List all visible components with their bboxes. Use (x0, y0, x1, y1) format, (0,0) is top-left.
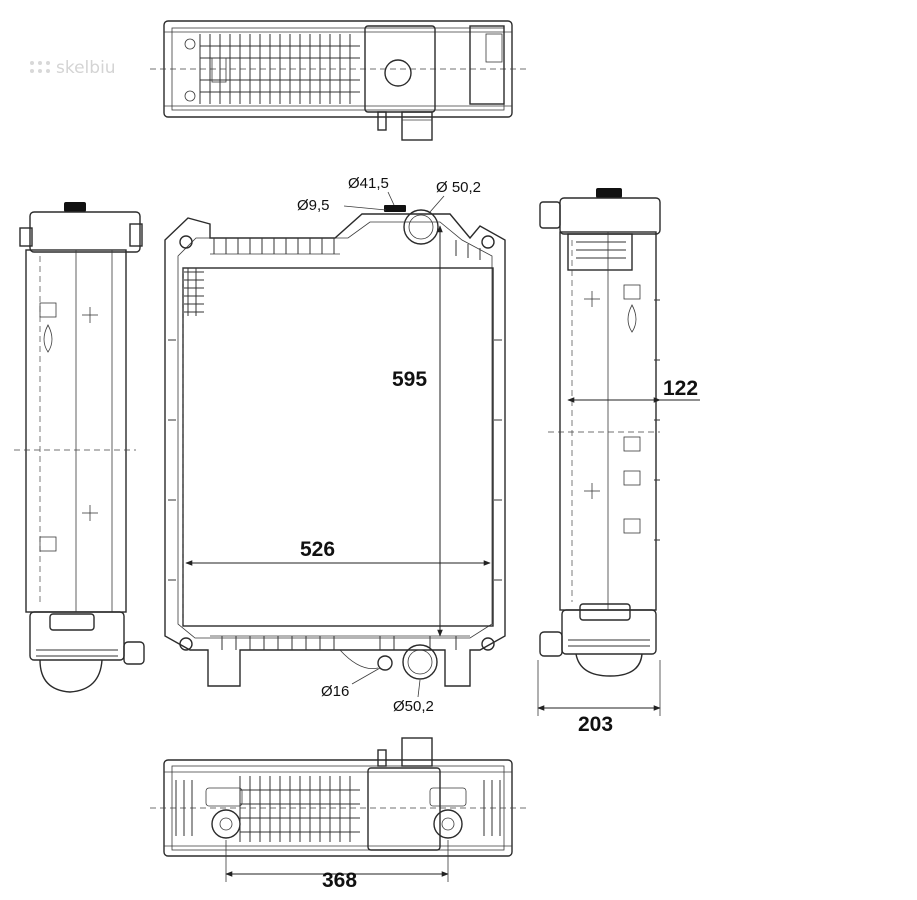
dimension-122-label: 122 (663, 377, 698, 400)
callout-inlet-diameter-label: Ø 50,2 (436, 179, 481, 196)
callout-outlet-diameter-label: Ø50,2 (393, 698, 434, 715)
dimension-203: 203 (537, 660, 661, 736)
dimension-122: 122 (567, 377, 700, 403)
left-side-view (14, 202, 145, 693)
callout-inlet-diameter: Ø 50,2 (429, 179, 481, 213)
right-side-view (539, 188, 661, 677)
dimension-368-label: 368 (322, 869, 357, 892)
bottom-view-fins (175, 776, 501, 842)
hatch-block (184, 268, 204, 316)
callout-drain-diameter: Ø16 (321, 667, 381, 700)
callout-drain-diameter-label: Ø16 (321, 683, 349, 700)
bottom-view (150, 737, 530, 857)
bottom-tank-ribs (210, 635, 470, 650)
top-view (150, 20, 530, 141)
watermark-logo-icon (30, 61, 50, 73)
callout-vent-diameter-label: Ø9,5 (297, 197, 330, 214)
dimension-368: 368 (225, 840, 449, 892)
dimension-595-label: 595 (392, 368, 427, 391)
dimension-595: 595 (392, 225, 443, 637)
dimension-526: 526 (185, 538, 491, 566)
front-view (164, 205, 506, 687)
watermark: skelbiu (30, 58, 116, 78)
callout-vent-diameter: Ø9,5 (297, 197, 387, 214)
top-view-fins (199, 34, 360, 104)
watermark-text: skelbiu (56, 58, 116, 78)
top-tank-ribs (210, 238, 481, 260)
callout-cap-diameter-label: Ø41,5 (348, 175, 389, 192)
dimension-526-label: 526 (300, 538, 335, 561)
dimension-203-label: 203 (578, 713, 613, 736)
callout-outlet-diameter: Ø50,2 (393, 679, 434, 715)
callout-cap-diameter: Ø41,5 (348, 175, 395, 206)
